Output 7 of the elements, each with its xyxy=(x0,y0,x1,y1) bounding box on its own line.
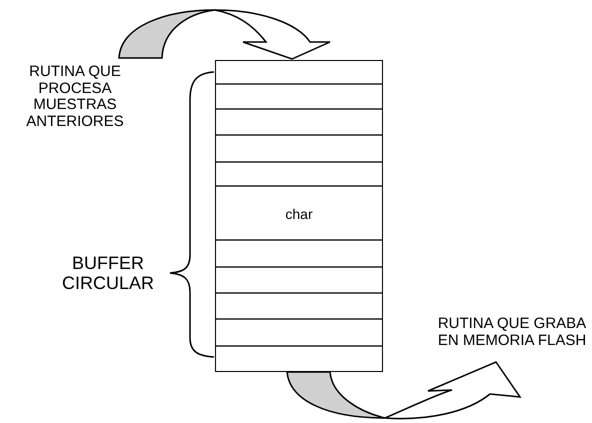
routine-label: RUTINA QUE GRABA EN MEMORIA FLASH xyxy=(436,316,588,349)
buffer-table xyxy=(215,60,383,372)
curved-block-arrow xyxy=(286,361,521,420)
cell-text: char xyxy=(284,206,314,222)
curved-block-arrow xyxy=(118,9,331,60)
routine-label: RUTINA QUE PROCESA MUESTRAS ANTERIORES xyxy=(25,64,125,130)
bracket-label: BUFFER CIRCULAR xyxy=(60,254,155,294)
